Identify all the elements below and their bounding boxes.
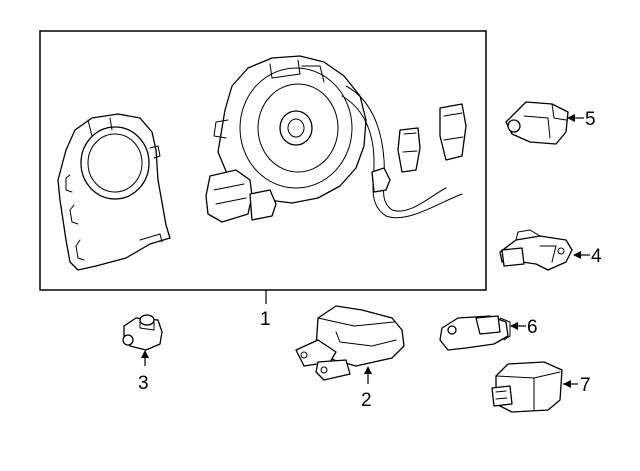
part-1-cover-shell[interactable] xyxy=(57,113,171,271)
callout-6: 6 xyxy=(527,317,538,338)
part-1-clock-spring[interactable] xyxy=(205,55,467,223)
part-4-sensor[interactable] xyxy=(499,229,573,271)
assembly-frame xyxy=(39,30,487,291)
callout-2: 2 xyxy=(361,390,372,411)
part-5-sensor[interactable] xyxy=(505,101,569,145)
callout-4: 4 xyxy=(591,246,602,267)
part-6-sensor[interactable] xyxy=(439,315,511,351)
part-3-sensor[interactable] xyxy=(122,314,163,351)
callout-1: 1 xyxy=(260,309,271,330)
part-2-sensor-module[interactable] xyxy=(295,305,405,381)
callout-7: 7 xyxy=(580,375,591,396)
callout-5: 5 xyxy=(585,109,596,130)
callout-3: 3 xyxy=(138,373,149,394)
part-7-module[interactable] xyxy=(491,361,563,413)
